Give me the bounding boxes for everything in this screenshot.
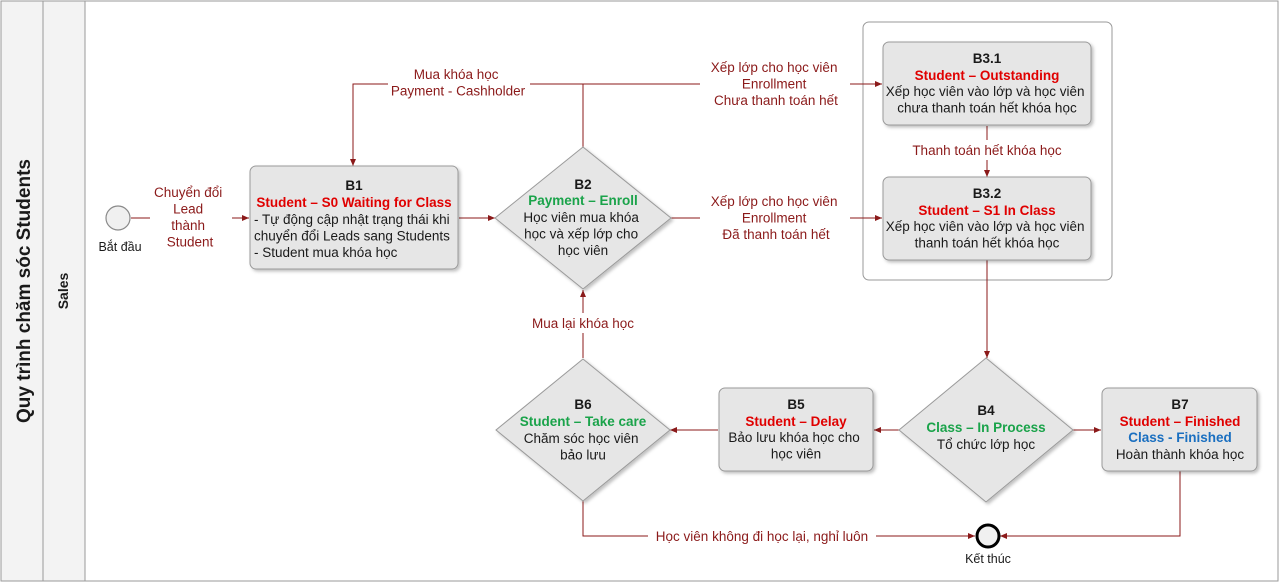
node-b32[interactable]: B3.2 Student – S1 In Class Xếp học viên … (882, 176, 1092, 261)
node-b31[interactable]: B3.1 Student – Outstanding Xếp học viên … (882, 41, 1092, 126)
node-b6[interactable]: B6 Student – Take care Chăm sóc học viên… (495, 358, 671, 502)
node-b5-id: B5 (787, 397, 805, 412)
start-event-label: Bắt đầu (98, 239, 141, 254)
edge-label-b6-end: Học viên không đi học lại, nghỉ luôn (656, 529, 868, 544)
node-b4-id: B4 (977, 403, 995, 418)
node-b4-desc: Tổ chức lớp học (937, 437, 1035, 452)
node-b1-desc: - Tự động cập nhật trạng thái khi chuyển… (254, 212, 454, 260)
node-b5-subtitle: Student – Delay (745, 414, 847, 429)
node-b31-desc: Xếp học viên vào lớp và học viên chưa th… (886, 84, 1089, 116)
node-b5-desc: Bảo lưu khóa học cho học viên (728, 430, 863, 462)
node-b7-id: B7 (1171, 397, 1188, 412)
node-b2-id: B2 (574, 177, 591, 192)
edge-label-start-b1: Chuyển đổi Lead thành Student (154, 185, 226, 250)
lane-title: Sales (55, 272, 71, 309)
node-b32-desc: Xếp học viên vào lớp và học viên thanh t… (886, 219, 1089, 251)
node-b7-desc: Hoàn thành khóa học (1116, 447, 1245, 462)
end-event[interactable] (975, 523, 1001, 549)
edge-label-b2-b32: Xếp lớp cho học viên Enrollment Đã thanh… (711, 194, 841, 242)
pool-title: Quy trình chăm sóc Students (14, 159, 35, 423)
edge-label-b6-b2: Mua lại khóa học (532, 316, 634, 331)
node-b6-subtitle: Student – Take care (520, 414, 647, 429)
node-b6-id: B6 (574, 397, 592, 412)
node-b7-subtitle2: Class - Finished (1128, 430, 1232, 445)
node-b4-subtitle: Class – In Process (926, 420, 1045, 435)
lane-header (42, 0, 86, 582)
node-b6-desc: Chăm sóc học viên bảo lưu (524, 431, 643, 463)
node-b2[interactable]: B2 Payment – Enroll Học viên mua khóa họ… (494, 146, 672, 290)
node-b2-desc: Học viên mua khóa học và xếp lớp cho học… (523, 210, 642, 258)
edge-label-b2-b31: Xếp lớp cho học viên Enrollment Chưa tha… (711, 60, 841, 108)
node-b2-subtitle: Payment – Enroll (528, 193, 638, 208)
start-event[interactable] (105, 205, 131, 231)
node-b7-subtitle: Student – Finished (1120, 414, 1241, 429)
pool-header (0, 0, 44, 582)
node-b1[interactable]: B1 Student – S0 Waiting for Class - Tự đ… (249, 165, 459, 270)
node-b31-id: B3.1 (973, 51, 1002, 66)
edge-label-b2-b1: Mua khóa học Payment - Cashholder (391, 67, 526, 99)
edge-b7-end (1000, 470, 1181, 539)
node-b32-subtitle: Student – S1 In Class (918, 203, 1055, 218)
node-b31-subtitle: Student – Outstanding (915, 68, 1060, 83)
node-b32-id: B3.2 (973, 186, 1002, 201)
node-b5[interactable]: B5 Student – Delay Bảo lưu khóa học cho … (718, 387, 874, 472)
node-b7[interactable]: B7 Student – Finished Class - Finished H… (1101, 387, 1258, 472)
node-b4[interactable]: B4 Class – In Process Tổ chức lớp học (898, 357, 1074, 503)
node-b1-subtitle: Student – S0 Waiting for Class (256, 195, 451, 210)
node-b1-id: B1 (345, 178, 363, 193)
edge-label-b31-b32: Thanh toán hết khóa học (912, 143, 1062, 158)
end-event-label: Kết thúc (965, 552, 1011, 566)
